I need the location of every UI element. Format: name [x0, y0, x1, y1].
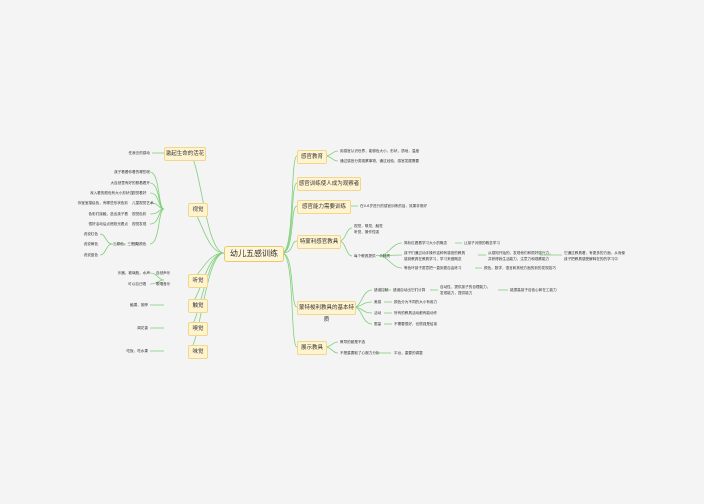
leaf: 不需要很好，也很强是给孩	[394, 322, 438, 326]
connector	[281, 240, 298, 254]
topic-sensory-education[interactable]: 感官教育	[297, 150, 327, 164]
leaf: 说说红色	[83, 232, 98, 236]
leaf: 说说黄色	[83, 242, 98, 246]
connector	[281, 252, 298, 308]
leaf: 让孩子对照的概念学习	[464, 241, 500, 245]
leaf: 从感知开始的，发现他们和很好感兴力，	[488, 251, 553, 255]
leaf: 每个教具提供一个特质	[354, 254, 390, 258]
leaf: 色彩们接触，选出孩子看	[88, 212, 128, 216]
leaf: 乐器，玻璃瓶，水声	[117, 271, 150, 275]
topic-inspire[interactable]: 激起生命的活花	[164, 147, 206, 161]
leaf: 等色环孩子愿意把一直到更自由练习	[404, 266, 462, 270]
leaf: 触摸，按摩	[130, 303, 148, 307]
leaf: 三原色，三形式	[113, 242, 139, 246]
leaf: 错误控制	[374, 288, 389, 292]
leaf: 错误自动出它们计算	[393, 288, 426, 292]
leaf: 任我去的感动	[128, 151, 150, 155]
leaf: 通过感官分类观察事物，通过经验，感官发展需要	[340, 159, 420, 163]
leaf: 说说蓝色	[83, 253, 98, 257]
topic-hearing[interactable]: 听觉	[188, 274, 208, 288]
root-topic[interactable]: 幼儿五感训练	[224, 246, 284, 262]
leaf: 它通过教具看，有更多的方面，从而使	[564, 251, 626, 255]
topic-training[interactable]: 感官能力需要训练	[297, 200, 351, 214]
topic-montessori-tools[interactable]: 特蒙利感官教具	[297, 235, 341, 249]
leaf: 能提高孩子自信心和在工能力	[510, 288, 557, 292]
topic-observer[interactable]: 感官训练使人成为观察者	[297, 177, 361, 191]
topic-taste[interactable]: 味觉	[188, 345, 208, 359]
leaf: 平台，重要的调整	[394, 351, 423, 355]
leaf: 并获得我生活能力，注意力和观察能力	[488, 257, 550, 261]
topic-smell[interactable]: 嗅觉	[188, 322, 208, 336]
leaf: 听觉，操作性强	[354, 230, 380, 234]
leaf: 教导的都是不选	[340, 340, 366, 344]
leaf: 视觉发现	[132, 222, 147, 226]
leaf: 孩子把教具感受解释在的的学习中	[564, 257, 618, 261]
leaf: 儿童视觉艺术	[132, 201, 154, 205]
leaf: 颜色分为不同的大小有用力	[394, 300, 438, 304]
topic-basic-traits[interactable]: 蒙特梭利教具的基本特质	[297, 301, 356, 323]
leaf: 感到教具在教具学习，学习来做概念	[404, 257, 462, 261]
leaf: 吃饭，吃水果	[126, 349, 148, 353]
leaf: 发现能力，提供能力	[440, 291, 473, 295]
leaf: 你宝宝描绘色，有哪些形状色彩	[77, 201, 128, 205]
leaf: 不是重要取了心服力分析	[340, 351, 380, 355]
leaf: 在0-6岁进行的感官训练的话，效果非常好	[360, 204, 427, 208]
leaf: 简析红看看学习大小的概念	[404, 241, 448, 245]
leaf: 很好活动后点燃阳光看点	[88, 222, 128, 226]
leaf: 孩子们通过动手操作这种有感官的教具	[404, 251, 466, 255]
leaf: 闻花香	[137, 326, 148, 330]
leaf: 歌唱音乐	[156, 282, 171, 286]
leaf: 视觉，嗅觉，触觉	[354, 224, 383, 228]
leaf: 深入看的颜色有大小形状位	[90, 191, 134, 195]
connector	[281, 252, 298, 348]
leaf: 所有的教具活动都有能动作	[394, 311, 438, 315]
leaf: 视觉色彩	[132, 212, 147, 216]
leaf: 自然声乐	[156, 271, 171, 275]
leaf: 颜色，数学，语言和其他方面的到的发现技巧	[484, 266, 556, 270]
leaf: 视觉看好	[132, 191, 147, 195]
leaf: 自动性，提供孩子的自理能力，	[440, 285, 491, 289]
leaf: 限量	[374, 322, 382, 326]
connector	[281, 182, 298, 254]
leaf: 用感官认识世界，能够色大小，形状，质地，温度	[340, 149, 420, 153]
leaf: 活动	[374, 311, 382, 315]
leaf: 行动颜色	[132, 242, 147, 246]
connector	[281, 155, 298, 254]
leaf: 美感	[374, 300, 382, 304]
topic-vision[interactable]: 视觉	[188, 203, 208, 217]
topic-touch[interactable]: 触觉	[188, 299, 208, 313]
connector	[281, 205, 298, 254]
leaf: 孩子看看你看的哪些呢	[114, 170, 150, 174]
topic-show-tools[interactable]: 展示教具	[297, 341, 327, 355]
leaf: 可以自己唱	[128, 282, 146, 286]
leaf: 大自然里有好的照着看开	[110, 181, 150, 185]
